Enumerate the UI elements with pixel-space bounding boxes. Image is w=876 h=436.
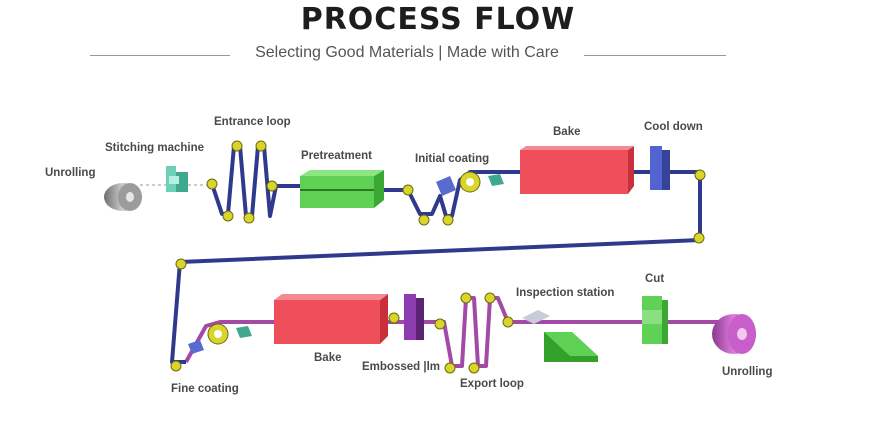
roller-left-top [175,258,187,270]
page-title: PROCESS FLOW [300,2,576,37]
bottom-strip-path [184,296,740,368]
stitching-machine [166,166,188,192]
label-export-loop: Export loop [460,378,524,390]
label-bake-top: Bake [553,126,581,138]
bake-oven-bottom [274,294,388,344]
initial-coating-unit [402,171,504,226]
label-unrolling-out: Unrolling [722,366,772,378]
cool-down-unit [650,146,670,190]
fine-coating-unit [170,323,252,372]
unrolling-output-roll [712,314,756,354]
roller-right-bottom [693,232,705,244]
divider-right [584,55,726,56]
label-unrolling-in: Unrolling [45,167,95,179]
cut-unit [642,296,668,344]
label-stitching-machine: Stitching machine [105,142,204,154]
label-cut: Cut [645,273,664,285]
unrolling-input-roll [104,183,142,211]
inspection-station [522,310,598,362]
label-fine-coating: Fine coating [171,383,239,395]
label-cool-down: Cool down [644,121,703,133]
label-entrance-loop: Entrance loop [214,116,291,128]
embossing-unit [388,294,446,340]
roller-cooldown-top [694,169,706,181]
label-embossed: Embossed |lm [362,361,440,373]
entrance-loop-rollers [206,140,278,224]
pretreatment-unit [300,170,384,208]
divider-left [90,55,230,56]
subtitle-row: Selecting Good Materials | Made with Car… [90,44,726,66]
label-pretreatment: Pretreatment [301,150,372,162]
export-loop-rollers [444,292,514,374]
page-subtitle: Selecting Good Materials | Made with Car… [255,44,559,61]
label-initial-coating: Initial coating [415,153,489,165]
label-inspection-station: Inspection station [516,287,614,299]
label-bake-bottom: Bake [314,352,342,364]
bake-oven-top [520,146,634,194]
